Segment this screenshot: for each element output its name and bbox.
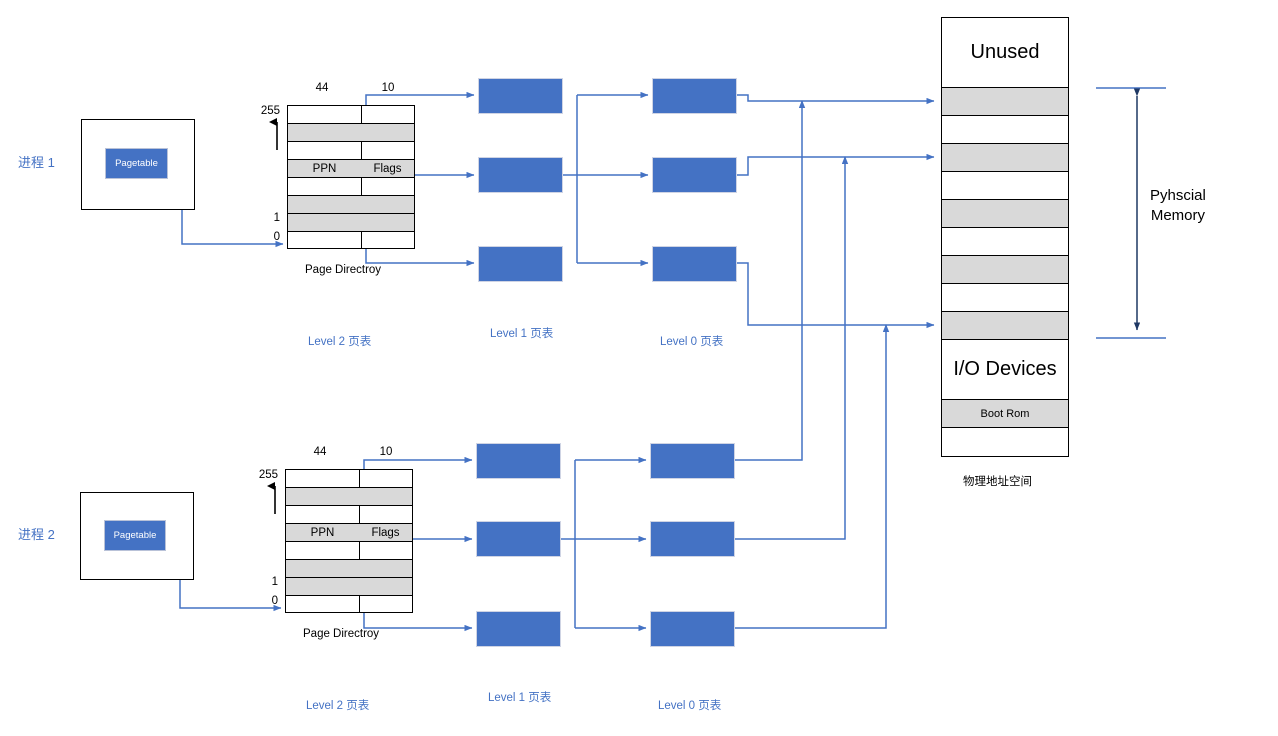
mem-row-8[interactable] [942, 284, 1068, 312]
pd2-tick-1: 1 [271, 576, 278, 588]
process-1-label: 进程 1 [18, 155, 55, 170]
pd1-table: PPN Flags [287, 105, 415, 249]
wire-p2-l0c-up-to-mem-row8 [734, 324, 890, 629]
pd2-table: PPN Flags [285, 469, 413, 613]
process-1-box [81, 119, 195, 210]
mem-row-1[interactable] [942, 88, 1068, 116]
pd1-column-header-10: 10 [381, 82, 395, 94]
mem-row-boot-rom[interactable]: Boot Rom [942, 400, 1068, 428]
pd2-row-3[interactable] [286, 542, 412, 560]
pd2-row-4-ppn-flags[interactable]: PPN Flags [286, 524, 412, 542]
pd2-ppn-cell: PPN [310, 526, 335, 539]
mem-row-4[interactable] [942, 172, 1068, 200]
mem-row-unused[interactable]: Unused [942, 18, 1068, 88]
pd1-row-6[interactable] [288, 124, 414, 142]
mem-row-7[interactable] [942, 256, 1068, 284]
physical-memory-block: Unused I/O Devices Boot Rom [941, 17, 1069, 457]
mem-row-io-devices[interactable]: I/O Devices [942, 340, 1068, 400]
pd2-tick-0: 0 [271, 595, 278, 607]
wire-p2-l0a-up-to-mem-row1 [734, 100, 806, 461]
pd2-flags-cell: Flags [371, 526, 400, 539]
pd2-row-2[interactable] [286, 560, 412, 578]
pd1-row-7[interactable] [288, 106, 414, 124]
p2-level0-table-c[interactable] [650, 611, 735, 647]
wire-p2-l0b-up-to-mem-row3 [734, 156, 849, 540]
p1-level1-table-c[interactable] [478, 246, 563, 282]
p2-level1-label: Level 1 页表 [488, 692, 552, 704]
wire-p1-l0c-to-mem-row8 [736, 262, 935, 329]
process-1-pagetable-box[interactable]: Pagetable [105, 148, 168, 179]
p1-level2-label: Level 2 页表 [308, 336, 372, 348]
mem-row-2[interactable] [942, 116, 1068, 144]
p1-level0-table-b[interactable] [652, 157, 737, 193]
p1-level1-label: Level 1 页表 [490, 328, 554, 340]
wire-p1-l0a-to-mem-row1 [736, 94, 935, 105]
pd1-row-0[interactable] [288, 232, 414, 250]
mem-row-bottom[interactable] [942, 428, 1068, 458]
p1-level0-label: Level 0 页表 [660, 336, 724, 348]
pd1-caption: Page Directroy [305, 264, 382, 276]
physical-memory-caption: 物理地址空间 [963, 476, 1032, 488]
pd1-tick-0: 0 [273, 231, 280, 243]
mem-row-io-devices-label: I/O Devices [953, 358, 1057, 380]
process-2-label: 进程 2 [18, 527, 55, 542]
pd2-row-0[interactable] [286, 596, 412, 614]
pd1-tick-255: 255 [260, 105, 280, 117]
mem-row-5[interactable] [942, 200, 1068, 228]
p2-level1-table-c[interactable] [476, 611, 561, 647]
pd1-tick-1: 1 [273, 212, 280, 224]
mem-row-boot-rom-label: Boot Rom [980, 407, 1030, 420]
pd1-row-4-ppn-flags[interactable]: PPN Flags [288, 160, 414, 178]
pd1-row-3[interactable] [288, 178, 414, 196]
pd2-caption: Page Directroy [303, 628, 380, 640]
p2-level1-table-b[interactable] [476, 521, 561, 557]
pd1-row-5[interactable] [288, 142, 414, 160]
mem-row-unused-label: Unused [970, 41, 1040, 63]
process-2-pagetable-box[interactable]: Pagetable [104, 520, 166, 551]
pd2-row-1[interactable] [286, 578, 412, 596]
pd1-row-2[interactable] [288, 196, 414, 214]
physical-memory-bracket-label-line2: Memory [1150, 207, 1206, 225]
p2-level1-table-a[interactable] [476, 443, 561, 479]
p2-level2-label: Level 2 页表 [306, 700, 370, 712]
mem-row-9[interactable] [942, 312, 1068, 340]
pd2-column-header-10: 10 [379, 446, 393, 458]
pd2-row-5[interactable] [286, 506, 412, 524]
pd2-row-6[interactable] [286, 488, 412, 506]
mem-row-3[interactable] [942, 144, 1068, 172]
pd2-row-7[interactable] [286, 470, 412, 488]
physical-memory-bracket [1096, 87, 1166, 339]
physical-memory-bracket-label: Pyhscial Memory [1150, 186, 1206, 227]
p2-level0-label: Level 0 页表 [658, 700, 722, 712]
p1-level0-table-a[interactable] [652, 78, 737, 114]
p2-level0-table-b[interactable] [650, 521, 735, 557]
p1-level1-table-a[interactable] [478, 78, 563, 114]
p1-level1-table-b[interactable] [478, 157, 563, 193]
physical-memory-bracket-label-line1: Pyhscial [1150, 187, 1206, 204]
pd-growth-arrows [267, 118, 278, 514]
pd1-flags-cell: Flags [373, 162, 402, 175]
pd1-column-header-44: 44 [315, 82, 329, 94]
wire-p1-l0b-to-mem-row3 [736, 153, 935, 176]
pd1-row-1[interactable] [288, 214, 414, 232]
p2-level0-table-a[interactable] [650, 443, 735, 479]
mem-row-6[interactable] [942, 228, 1068, 256]
p1-level0-table-c[interactable] [652, 246, 737, 282]
pd1-ppn-cell: PPN [312, 162, 337, 175]
pd2-column-header-44: 44 [313, 446, 327, 458]
pd2-tick-255: 255 [258, 469, 278, 481]
